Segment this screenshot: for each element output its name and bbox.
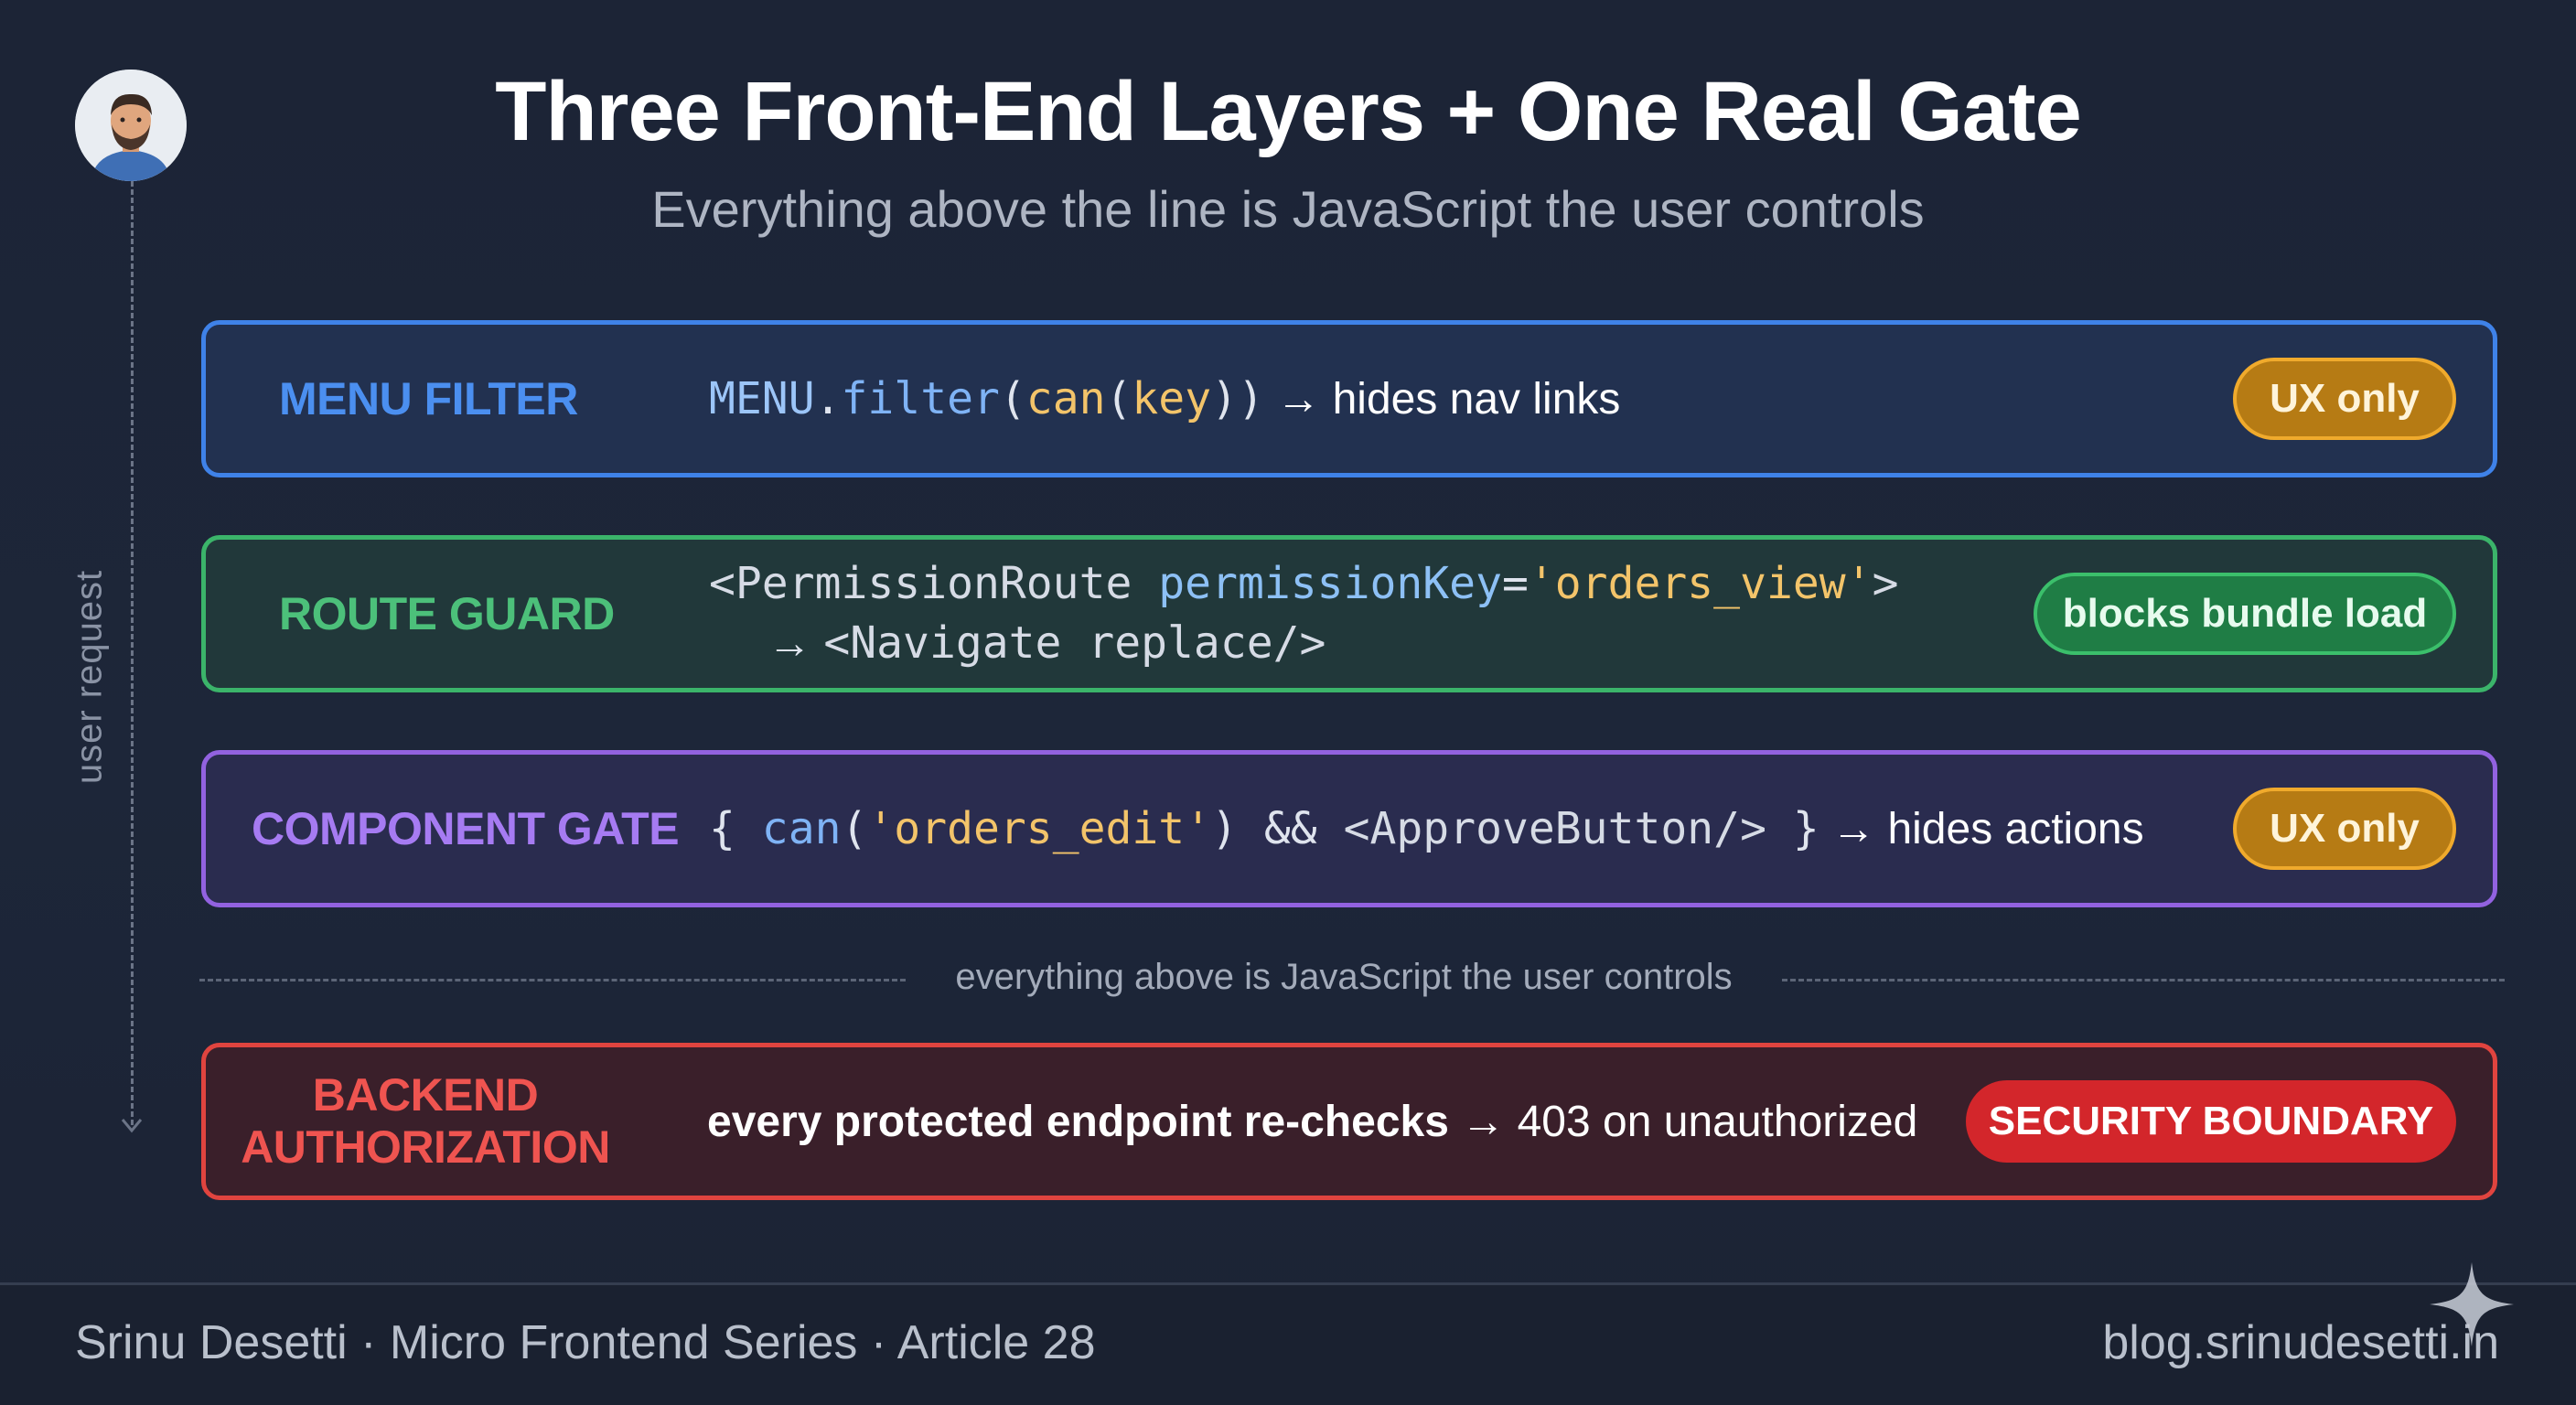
layer-backend-authorization: BACKEND AUTHORIZATION every protected en… <box>201 1043 2497 1200</box>
blocks-bundle-badge: blocks bundle load <box>2034 573 2456 655</box>
code-token: permissionKey <box>1158 558 1502 609</box>
layer-effect: → hides actions <box>1819 805 2144 853</box>
code-token: ( <box>999 373 1026 424</box>
ux-only-badge: UX only <box>2233 788 2456 870</box>
code-token: ) && <box>1211 803 1344 854</box>
divider-line-right <box>1782 979 2505 981</box>
footer-credit: Srinu Desetti · Micro Frontend Series · … <box>75 1316 1096 1369</box>
footer-blog-link[interactable]: blog.srinudesetti.in <box>2102 1316 2499 1369</box>
layer-name-line: BACKEND <box>312 1068 539 1121</box>
layer-name: ROUTE GUARD <box>279 588 615 639</box>
flow-label: user request <box>69 569 110 785</box>
code-token: → <box>767 619 824 668</box>
layer-description: { can('orders_edit') && <ApproveButton/>… <box>709 755 2144 903</box>
code-token: . <box>814 373 842 424</box>
code-token: 'orders_view' <box>1528 558 1873 609</box>
ux-only-badge: UX only <box>2233 358 2456 440</box>
code-token: ( <box>1105 373 1132 424</box>
layer-name: COMPONENT GATE <box>252 803 680 854</box>
request-flow-line <box>131 181 134 1125</box>
code-token: MENU <box>709 373 815 424</box>
footer-divider <box>0 1282 2576 1285</box>
code-token: <PermissionRoute <box>709 558 1159 609</box>
layer-effect: → hides nav links <box>1263 375 1621 424</box>
page-subtitle: Everything above the line is JavaScript … <box>651 180 1925 238</box>
code-token: filter <box>841 373 1000 424</box>
layer-description: MENU.filter(can(key)) → hides nav links <box>709 325 1620 473</box>
layer-description: every protected endpoint re-checks → 403… <box>707 1047 1917 1196</box>
code-token: can <box>761 803 842 854</box>
arrow-down-icon <box>121 1119 143 1133</box>
layer-description: <PermissionRoute permissionKey='orders_v… <box>709 540 1898 688</box>
layer-name: BACKEND AUTHORIZATION <box>241 1047 610 1196</box>
code-token: <Navigate replace/> <box>823 617 1326 669</box>
layer-route-guard: ROUTE GUARD <PermissionRoute permissionK… <box>201 535 2497 692</box>
code-token: 'orders_edit' <box>867 803 1212 854</box>
code-token: > <box>1872 558 1899 609</box>
layer-name: MENU FILTER <box>279 373 578 424</box>
code-token: key <box>1132 373 1212 424</box>
security-boundary-badge: SECURITY BOUNDARY <box>1966 1080 2456 1163</box>
sparkle-icon <box>2430 1262 2514 1346</box>
divider-label: everything above is JavaScript the user … <box>955 957 1733 997</box>
layer-menu-filter: MENU FILTER MENU.filter(can(key)) → hide… <box>201 320 2497 477</box>
code-token: can <box>1025 373 1106 424</box>
code-token: { <box>709 803 762 854</box>
layer-component-gate: COMPONENT GATE { can('orders_edit') && <… <box>201 750 2497 907</box>
person-avatar-icon <box>75 70 187 181</box>
code-token: <ApproveButton/> <box>1343 803 1766 854</box>
avatar <box>75 70 187 181</box>
code-token: } <box>1766 803 1819 854</box>
code-token: = <box>1501 558 1529 609</box>
code-token: )) <box>1211 373 1264 424</box>
page-title: Three Front-End Layers + One Real Gate <box>495 65 2082 158</box>
layer-name-line: AUTHORIZATION <box>241 1121 610 1173</box>
footer <box>0 1285 2576 1405</box>
backend-result-text: → 403 on unauthorized <box>1448 1097 1918 1146</box>
code-token: ( <box>841 803 868 854</box>
backend-check-text: every protected endpoint re-checks <box>707 1097 1449 1146</box>
divider-line-left <box>199 979 906 981</box>
